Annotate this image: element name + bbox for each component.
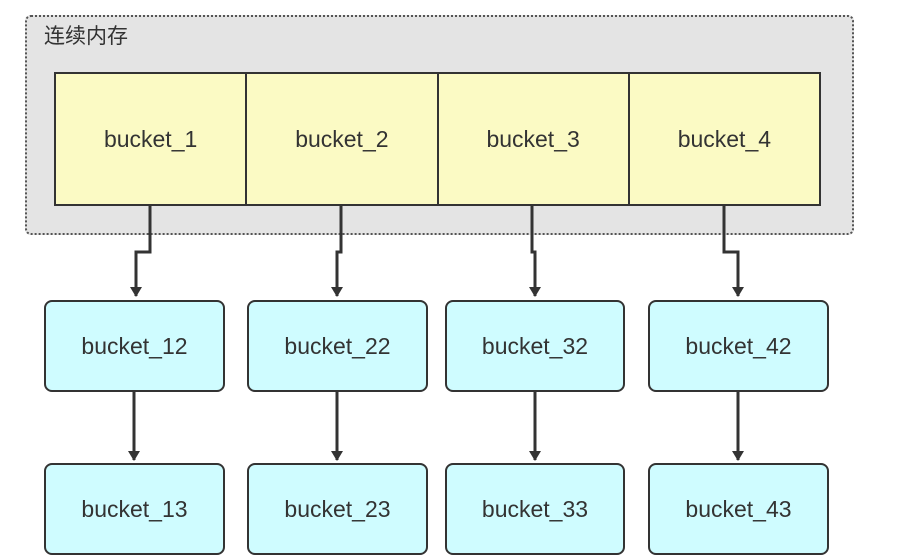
- arrow-bucket3-to-bucket32: [529, 206, 541, 297]
- arrow-bucket4-to-bucket42: [722, 206, 744, 297]
- bucket-node-22: bucket_22: [247, 300, 428, 392]
- bucket-node-32: bucket_32: [445, 300, 625, 392]
- bucket-node-43: bucket_43: [648, 463, 829, 555]
- bucket-node-23: bucket_23: [247, 463, 428, 555]
- bucket-cell-1: bucket_1: [56, 74, 248, 204]
- arrow-bucket1-to-bucket12: [130, 206, 152, 297]
- bucket-cell-2: bucket_2: [247, 74, 439, 204]
- bucket-cell-4: bucket_4: [629, 74, 819, 204]
- bucket-node-13: bucket_13: [44, 463, 225, 555]
- bucket-array: bucket_1 bucket_2 bucket_3 bucket_4: [54, 72, 821, 206]
- bucket-cell-3: bucket_3: [438, 74, 630, 204]
- bucket-node-42: bucket_42: [648, 300, 829, 392]
- bucket-node-33: bucket_33: [445, 463, 625, 555]
- region-label: 连续内存: [44, 24, 128, 48]
- bucket-node-12: bucket_12: [44, 300, 225, 392]
- arrow-bucket2-to-bucket22: [331, 206, 343, 297]
